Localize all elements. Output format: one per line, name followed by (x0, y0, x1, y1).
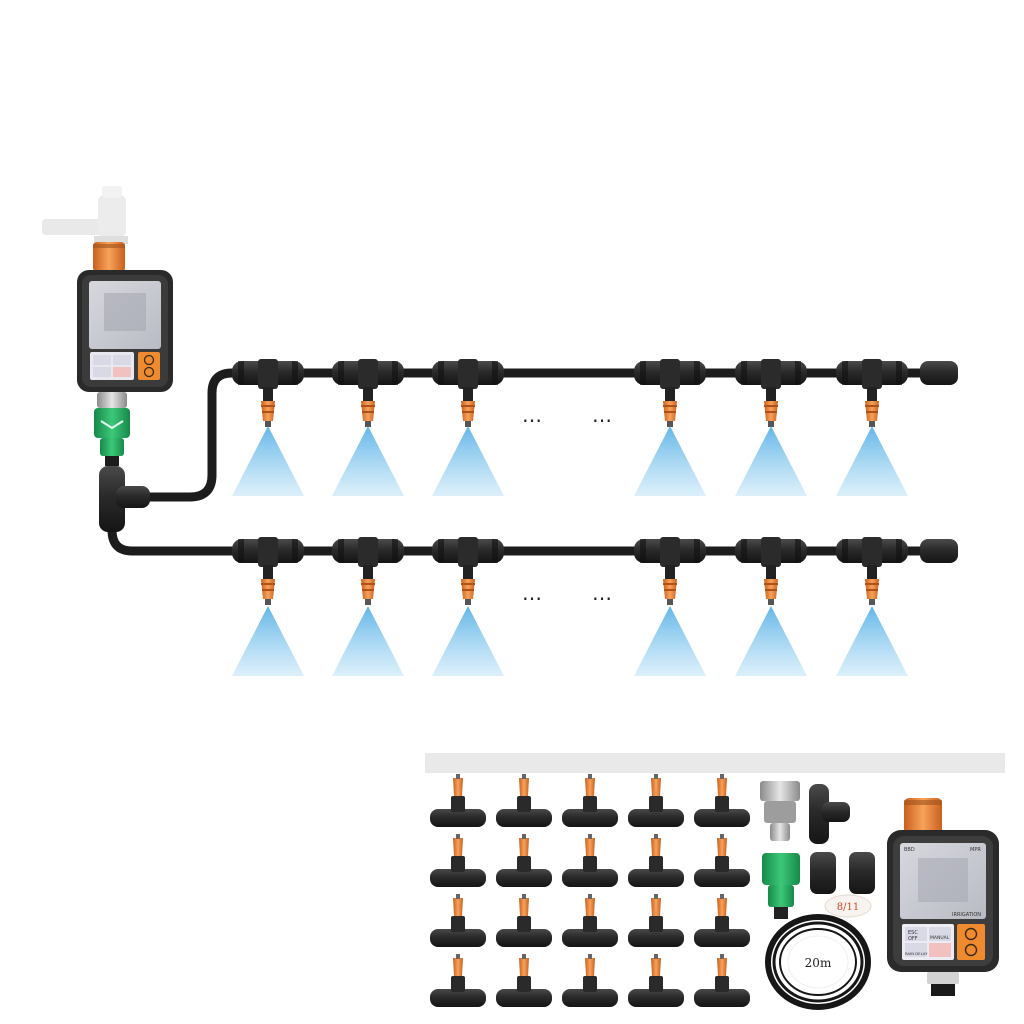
kit-timer-btn-esc: ESC (908, 930, 918, 936)
coiled-tube (765, 914, 871, 1010)
kit-timer-btn-off: OFF (908, 936, 918, 942)
lower-sprinkler-row (232, 537, 958, 676)
kit-tee-splitter (809, 784, 850, 844)
fitting-size-badge: 8/11 (824, 894, 872, 918)
main-pipe (107, 368, 955, 556)
ellipsis-upper-2: … (592, 403, 614, 427)
hose-adapter-grey (97, 392, 127, 408)
ellipsis-upper-1: … (522, 403, 544, 427)
kit-timer-screen-br: IRRIGATION (952, 912, 981, 918)
water-timer-device (77, 242, 173, 392)
kit-faucet-adapter (760, 781, 800, 841)
kit-timer-btn-rain-delay: RAIN DELAY (905, 951, 928, 956)
kit-end-plug (810, 852, 875, 894)
tube-length-label: 20m (805, 956, 832, 970)
kit-timer-screen-tr: MPR (970, 847, 981, 853)
ellipsis-lower-1: … (522, 581, 544, 605)
upper-sprinkler-row (232, 359, 958, 496)
fitting-size-label: 8/11 (837, 902, 859, 913)
kit-tee-grid (430, 774, 750, 1007)
kit-timer-screen-tl: BBD (904, 847, 915, 853)
kit-timer-btn-manual: MANUAL (930, 935, 950, 941)
splitter-tee (99, 466, 150, 532)
kit-quick-connector (762, 853, 800, 919)
kit-panel-header-bar (425, 753, 1005, 773)
faucet-icon (42, 186, 128, 244)
kit-water-timer: BBD MPR IRRIGATION ESC OFF MANUAL RAIN D… (887, 798, 999, 996)
ellipsis-lower-2: … (592, 581, 614, 605)
quick-connector-green (94, 408, 130, 466)
